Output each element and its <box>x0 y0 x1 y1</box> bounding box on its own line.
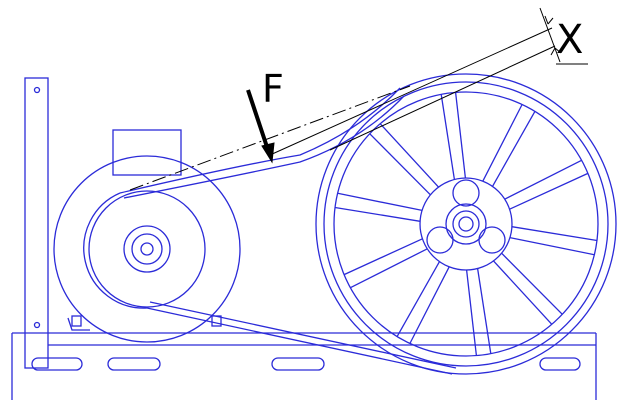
flywheel-pulley <box>315 73 617 375</box>
hub-lobe-right <box>478 226 506 254</box>
spoke-edge <box>509 236 595 256</box>
spoke-edge <box>476 268 492 354</box>
post-hole-top <box>33 86 41 94</box>
hub-bore <box>452 210 480 238</box>
force-arrow-head <box>261 142 275 164</box>
force-arrow-shaft <box>246 89 270 151</box>
spoke-edge <box>509 172 589 210</box>
post-hole-bottom <box>33 321 41 329</box>
spoke-edge <box>501 252 563 315</box>
motor-terminal-box <box>112 129 182 176</box>
belt-top-inner <box>123 95 405 199</box>
spoke-edge <box>454 92 467 179</box>
dimension-arrow-bottom <box>550 47 562 56</box>
motor-pulley-hub <box>131 233 163 265</box>
spoke-edge <box>396 261 441 337</box>
spoke-edge <box>491 111 536 187</box>
motor-shaft <box>140 242 154 256</box>
dimension-arrow-top <box>544 15 554 25</box>
base-slot-1 <box>31 357 83 371</box>
v-belt <box>83 87 457 375</box>
motor-housing <box>53 155 241 343</box>
spoke-edge <box>379 123 439 188</box>
flywheel-spokes <box>334 92 598 356</box>
force-label: F <box>262 67 284 111</box>
deflection-label: X <box>556 17 584 63</box>
base-slot-3 <box>271 357 325 371</box>
spoke-edge <box>440 94 456 180</box>
spoke-edge <box>334 206 421 222</box>
flywheel-rim-outer <box>315 73 617 375</box>
extension-line-1 <box>269 27 553 156</box>
motor-foot-left <box>67 317 90 331</box>
belt-wrap-motor <box>83 192 148 309</box>
belt-bottom-inner <box>149 301 457 369</box>
hub-lobe-left <box>426 226 454 254</box>
spoke-edge <box>482 104 523 182</box>
belt-bottom-outer <box>146 307 453 375</box>
base-slot-4 <box>539 357 581 371</box>
mount-post <box>24 77 49 369</box>
motor-pulley-groove <box>123 225 171 273</box>
spoke-edge <box>511 226 598 242</box>
hub-boss <box>445 203 487 245</box>
spoke-edge <box>337 192 423 212</box>
flywheel-rim-mid <box>323 81 609 367</box>
spoke-edge <box>504 159 582 200</box>
motor-bolt-left <box>71 315 82 327</box>
belt-top-outer <box>119 87 401 194</box>
flywheel-shaft <box>458 216 474 232</box>
flywheel-rim-inner <box>333 91 599 357</box>
spoke-edge <box>409 266 450 344</box>
annotations <box>129 7 588 191</box>
base-frame <box>11 77 597 400</box>
electric-motor <box>53 129 241 343</box>
motor-pulley-outer <box>88 190 206 308</box>
dimension-line <box>539 7 561 63</box>
flywheel-hub <box>419 177 513 271</box>
reference-line <box>129 85 411 191</box>
spoke-edge <box>465 269 478 356</box>
spoke-edge <box>493 260 553 325</box>
spoke-edge <box>369 133 431 196</box>
extension-line-2 <box>329 45 556 151</box>
base-slot-2 <box>107 357 161 371</box>
hub-lobe-top <box>452 179 480 207</box>
spoke-edge <box>343 238 423 276</box>
spoke-edge <box>350 248 428 289</box>
